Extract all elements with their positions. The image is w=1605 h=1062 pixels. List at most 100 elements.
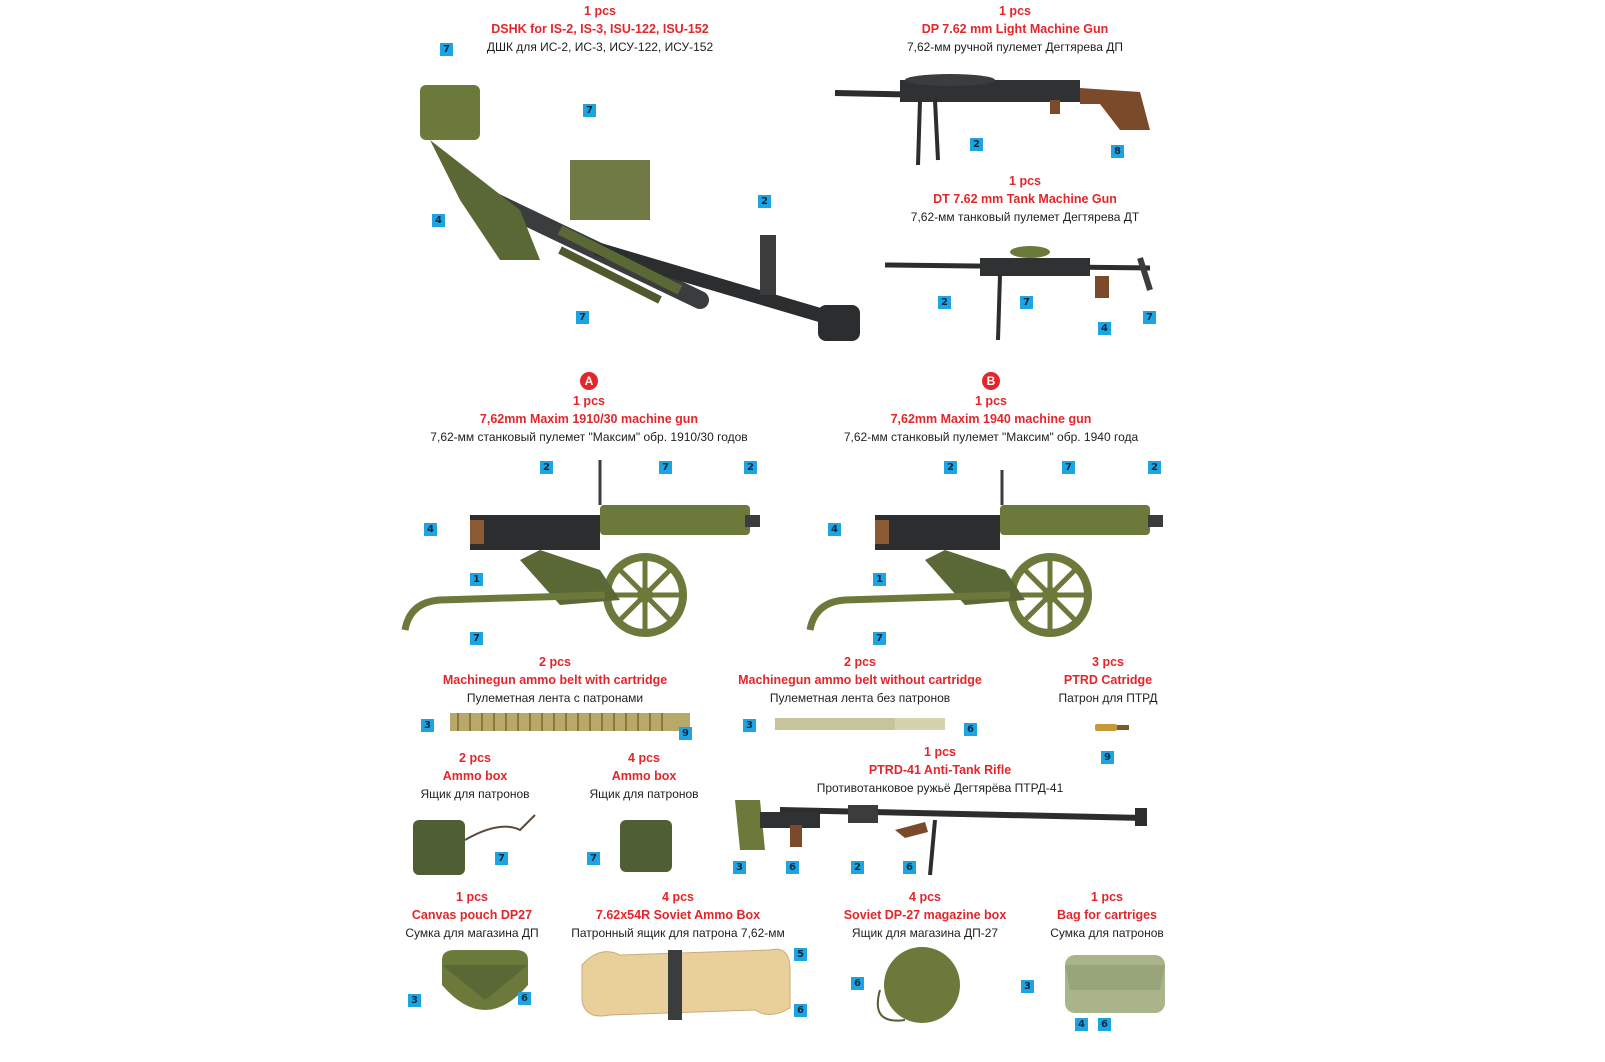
part-badge: 2 [1148,461,1161,474]
subtitle-ru: ДШК для ИС-2, ИС-3, ИСУ-122, ИСУ-152 [486,40,714,54]
marker-b: B [982,372,1000,390]
caption-belt-with: 2 pcs Machinegun ammo belt with cartridg… [443,653,667,707]
title: Machinegun ammo belt with cartridge [442,673,668,687]
part-badge: 2 [744,461,757,474]
part-badge: 4 [828,523,841,536]
subtitle-ru: Сумка для магазина ДП [405,926,539,940]
part-badge: 2 [944,461,957,474]
part-badge: 8 [1111,145,1124,158]
title: DT 7.62 mm Tank Machine Gun [933,192,1117,206]
magazine-box-illustration [876,947,960,1023]
qty: 2 pcs [844,655,876,669]
marker-a: A [580,372,598,390]
caption-magazine-box: 4 pcs Soviet DP-27 magazine box Ящик для… [844,888,1007,942]
ammo-box-4-illustration [620,820,672,872]
caption-maxim-1910: 1 pcs 7,62mm Maxim 1910/30 machine gun 7… [430,392,747,446]
part-badge: 7 [1062,461,1075,474]
part-badge: 7 [583,104,596,117]
qty: 1 pcs [573,394,605,408]
part-badge: 2 [970,138,983,151]
part-badge: 1 [873,573,886,586]
caption-canvas-pouch: 1 pcs Canvas pouch DP27 Сумка для магази… [405,888,538,942]
subtitle-ru: Противотанковое ружьё Дегтярёва ПТРД-41 [816,781,1064,795]
part-badge: 7 [587,852,600,865]
part-badge: 2 [540,461,553,474]
part-badge: 3 [421,719,434,732]
part-badge: 6 [794,1004,807,1017]
part-badge: 7 [440,43,453,56]
part-badge: 7 [495,852,508,865]
caption-ammo-box-2: 2 pcs Ammo box Ящик для патронов [420,749,529,803]
subtitle-ru: Пулеметная лента с патронами [466,691,644,705]
part-badge: 4 [424,523,437,536]
part-badge: 7 [873,632,886,645]
part-badge: 4 [1098,322,1111,335]
title: Ammo box [442,769,508,783]
maxim-a-illustration [401,460,760,637]
qty: 3 pcs [1092,655,1124,669]
part-badge: 3 [733,861,746,874]
part-badge: 6 [518,992,531,1005]
dt-illustration [884,246,1153,341]
part-badge: 9 [1101,751,1114,764]
part-badge: 7 [1143,311,1156,324]
caption-maxim-1940: 1 pcs 7,62mm Maxim 1940 machine gun 7,62… [844,392,1138,446]
subtitle-ru: Ящик для патронов [589,787,699,801]
subtitle-ru: 7,62-мм станковый пулемет "Максим" обр. … [430,430,748,444]
dshk-illustration [420,85,860,341]
part-badge: 2 [851,861,864,874]
caption-dt: 1 pcs DT 7.62 mm Tank Machine Gun 7,62-м… [911,172,1139,226]
part-badge: 7 [659,461,672,474]
ptrd-cartridge-illustration [1095,724,1129,731]
subtitle-ru: Ящик для магазина ДП-27 [851,926,999,940]
part-badge: 3 [743,719,756,732]
title: 7,62mm Maxim 1940 machine gun [890,412,1092,426]
part-badge: 2 [758,195,771,208]
qty: 1 pcs [1091,890,1123,904]
subtitle-ru: Патронный ящик для патрона 7,62-мм [571,926,785,940]
title: PTRD Catridge [1063,673,1153,687]
qty: 1 pcs [1009,174,1041,188]
ptrd-illustration [735,800,1147,876]
belt-without-illustration [775,718,945,730]
subtitle-ru: 7,62-мм танковый пулемет Дегтярева ДТ [910,210,1140,224]
title: PTRD-41 Anti-Tank Rifle [868,763,1012,777]
qty: 1 pcs [456,890,488,904]
qty: 1 pcs [975,394,1007,408]
part-badge: 2 [938,296,951,309]
part-badge: 7 [1020,296,1033,309]
subtitle-ru: 7,62-мм ручной пулемет Дегтярева ДП [906,40,1124,54]
caption-ammo-box-4: 4 pcs Ammo box Ящик для патронов [589,749,698,803]
qty: 4 pcs [909,890,941,904]
caption-cartridge-bag: 1 pcs Bag for cartriges Сумка для патрон… [1050,888,1164,942]
part-badge: 9 [679,727,692,740]
qty: 2 pcs [539,655,571,669]
qty: 2 pcs [459,751,491,765]
title: Bag for cartriges [1056,908,1158,922]
subtitle-ru: 7,62-мм станковый пулемет "Максим" обр. … [843,430,1139,444]
part-badge: 6 [786,861,799,874]
soviet-ammo-box-illustration [581,948,791,1020]
part-badge: 6 [903,861,916,874]
title: DSHK for IS-2, IS-3, ISU-122, ISU-152 [491,22,709,36]
title: DP 7.62 mm Light Machine Gun [921,22,1109,36]
part-badge: 6 [851,977,864,990]
title: 7.62x54R Soviet Ammo Box [595,908,761,922]
title: 7,62mm Maxim 1910/30 machine gun [479,412,699,426]
title: Ammo box [611,769,677,783]
part-badge: 1 [470,573,483,586]
caption-belt-without: 2 pcs Machinegun ammo belt without cartr… [738,653,982,707]
title: Soviet DP-27 magazine box [843,908,1007,922]
subtitle-ru: Ящик для патронов [420,787,530,801]
maxim-b-illustration [806,470,1163,637]
part-badge: 6 [1098,1018,1111,1031]
part-badge: 7 [576,311,589,324]
ammo-box-2-illustration [413,814,536,875]
subtitle-ru: Пулеметная лента без патронов [769,691,951,705]
caption-ptrd-cartridge: 3 pcs PTRD Catridge Патрон для ПТРД [1059,653,1158,707]
title: Machinegun ammo belt without cartridge [738,673,982,687]
subtitle-ru: Патрон для ПТРД [1058,691,1158,705]
qty: 1 pcs [999,4,1031,18]
canvas-pouch-illustration [442,950,528,1010]
